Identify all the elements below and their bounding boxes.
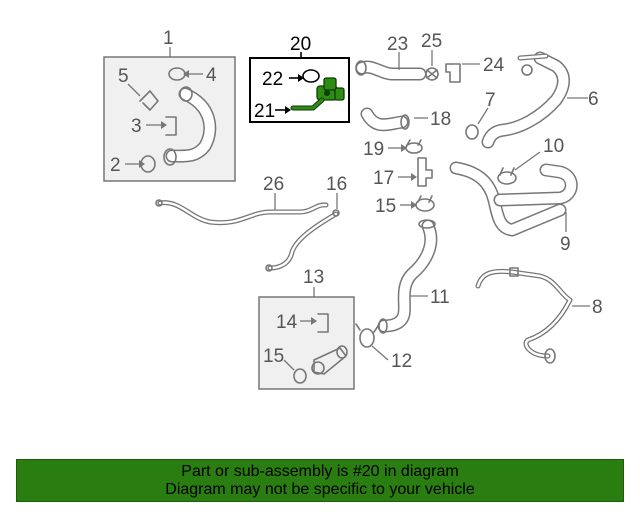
callout-15a[interactable]: 15 bbox=[263, 346, 284, 367]
part-15b-group[interactable]: 15 bbox=[375, 195, 435, 217]
callout-3[interactable]: 3 bbox=[131, 116, 142, 137]
callout-25[interactable]: 25 bbox=[421, 31, 442, 52]
callout-13[interactable]: 13 bbox=[303, 267, 324, 288]
callout-4[interactable]: 4 bbox=[206, 65, 217, 86]
leader-10 bbox=[514, 151, 541, 171]
parts-diagram: 1 2 3 4 5 20 22 bbox=[103, 28, 603, 390]
callout-26[interactable]: 26 bbox=[263, 174, 284, 195]
callout-5[interactable]: 5 bbox=[118, 66, 129, 87]
assembly-13-group[interactable]: 13 14 15 bbox=[258, 267, 355, 390]
part-19-clamp bbox=[405, 142, 423, 154]
part-20-flange bbox=[316, 77, 345, 101]
callout-16[interactable]: 16 bbox=[326, 174, 347, 195]
part-25-group[interactable]: 25 bbox=[421, 31, 442, 81]
callout-7[interactable]: 7 bbox=[485, 90, 496, 111]
callout-10[interactable]: 10 bbox=[543, 136, 564, 157]
part-17-group[interactable]: 17 bbox=[373, 157, 433, 189]
part-19-group[interactable]: 19 bbox=[363, 139, 423, 160]
callout-15b[interactable]: 15 bbox=[375, 196, 396, 217]
part-16-group[interactable]: 16 bbox=[265, 174, 347, 272]
part-8-pipe bbox=[475, 268, 573, 359]
callout-18[interactable]: 18 bbox=[430, 109, 451, 130]
assembly-1-group[interactable]: 1 2 3 4 5 bbox=[103, 28, 236, 182]
callout-14[interactable]: 14 bbox=[276, 312, 298, 333]
leader-12 bbox=[371, 345, 389, 361]
part-11-group[interactable]: 11 bbox=[377, 219, 450, 334]
callout-2[interactable]: 2 bbox=[110, 155, 121, 176]
callout-24[interactable]: 24 bbox=[483, 55, 505, 76]
part-7-oring bbox=[465, 124, 479, 140]
callout-22[interactable]: 22 bbox=[262, 69, 283, 90]
part-22-seal bbox=[302, 69, 320, 83]
assembly-20-group[interactable]: 20 22 21 bbox=[249, 34, 350, 123]
part-26-group[interactable]: 26 bbox=[155, 174, 329, 226]
callout-21[interactable]: 21 bbox=[254, 101, 275, 122]
part-16-pipe bbox=[267, 211, 339, 271]
part-15-oring bbox=[293, 368, 307, 384]
part-24-group[interactable]: 24 bbox=[445, 55, 505, 83]
info-banner: Part or sub-assembly is #20 in diagram D… bbox=[16, 459, 624, 502]
callout-17[interactable]: 17 bbox=[373, 168, 394, 189]
banner-line-2: Diagram may not be specific to your vehi… bbox=[165, 480, 475, 498]
part-8-group[interactable]: 8 bbox=[475, 267, 603, 364]
part-12-clamp bbox=[359, 328, 375, 348]
banner-line-1: Part or sub-assembly is #20 in diagram bbox=[181, 462, 459, 480]
leader-15a bbox=[283, 359, 295, 371]
callout-1[interactable]: 1 bbox=[163, 28, 174, 49]
part-6-group[interactable]: 6 bbox=[481, 51, 599, 149]
part-14-clip bbox=[317, 313, 329, 333]
part-7-group[interactable]: 7 bbox=[465, 90, 496, 140]
leader-5 bbox=[127, 83, 141, 97]
part-3-clip bbox=[165, 116, 177, 136]
callout-9[interactable]: 9 bbox=[560, 234, 571, 255]
part-1-hose-end bbox=[179, 86, 193, 102]
callout-12[interactable]: 12 bbox=[391, 351, 412, 372]
part-10-clamp bbox=[497, 171, 517, 185]
part-18-group[interactable]: 18 bbox=[360, 107, 451, 132]
part-23-group[interactable]: 23 bbox=[355, 34, 427, 81]
callout-8[interactable]: 8 bbox=[592, 297, 603, 318]
callout-19[interactable]: 19 bbox=[363, 139, 384, 160]
callout-6[interactable]: 6 bbox=[588, 89, 599, 110]
part-10-group[interactable]: 10 bbox=[497, 136, 564, 185]
part-1-hose-end-2 bbox=[163, 148, 177, 166]
callout-20[interactable]: 20 bbox=[290, 34, 311, 55]
part-25-clamp bbox=[425, 67, 439, 81]
part-13-connector bbox=[313, 347, 347, 375]
part-9-group[interactable]: 9 bbox=[449, 161, 578, 255]
part-17-tee bbox=[417, 157, 433, 187]
callout-11[interactable]: 11 bbox=[430, 287, 450, 308]
part-12-group[interactable]: 12 bbox=[355, 323, 412, 372]
part-24-elbow bbox=[445, 63, 461, 83]
part-5-clip bbox=[139, 90, 159, 111]
callout-23[interactable]: 23 bbox=[387, 34, 408, 55]
leader-7 bbox=[477, 107, 489, 125]
